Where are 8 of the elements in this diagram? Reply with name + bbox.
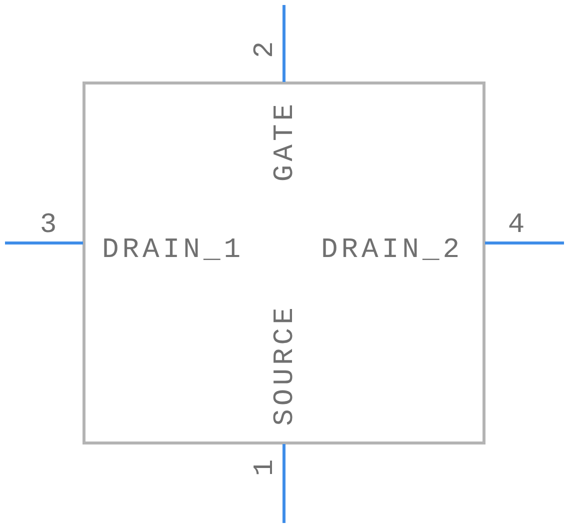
pin-number: 2 (252, 38, 280, 58)
pin-number: 4 (508, 212, 528, 240)
pin-number: 3 (40, 212, 60, 240)
pin-number: 1 (252, 456, 280, 476)
pin-name: DRAIN_1 (102, 237, 244, 265)
pin-name: SOURCE (272, 304, 300, 426)
pin-name: DRAIN_2 (320, 237, 464, 265)
pin-name: GATE (272, 100, 300, 182)
